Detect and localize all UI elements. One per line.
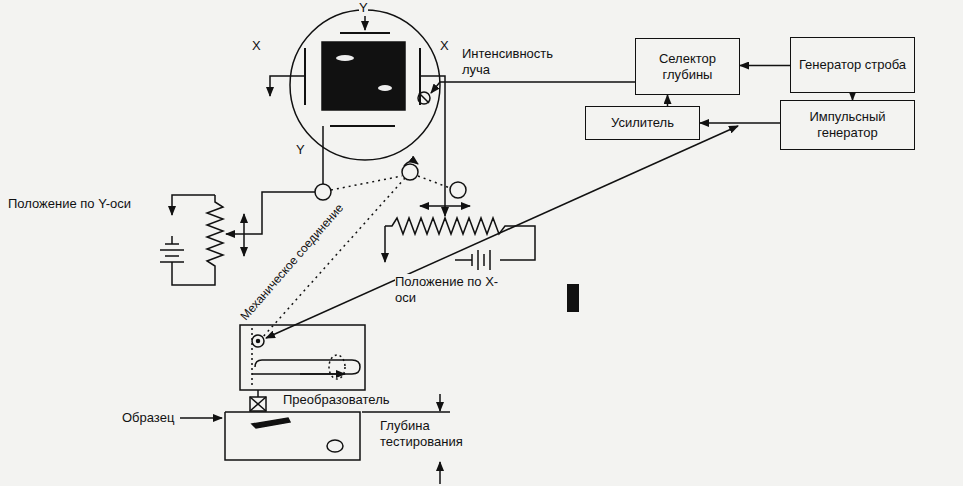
annotation-label: X xyxy=(440,38,449,54)
intensity-wire xyxy=(431,82,635,93)
signal-arrow xyxy=(740,65,790,67)
y-plate xyxy=(340,32,390,34)
dimension-line xyxy=(362,411,450,413)
flaw xyxy=(327,440,343,452)
crt-tube xyxy=(290,10,440,160)
annotation-label: Преобразователь xyxy=(283,392,390,408)
annotation-label: X xyxy=(252,38,261,54)
cable-marker xyxy=(567,284,579,312)
intensity-knob xyxy=(418,92,430,104)
process-box: Селектор глубины xyxy=(635,38,740,95)
y-wire xyxy=(322,126,324,184)
process-box: Усилитель xyxy=(585,106,700,140)
annotation-label: Интенсивность луча xyxy=(462,46,574,78)
crt-screen xyxy=(322,42,405,110)
annotation-label: Образец xyxy=(122,410,174,426)
y-wire xyxy=(226,192,315,234)
box-text: Усилитель xyxy=(611,115,674,131)
signal-arrow xyxy=(667,95,669,106)
flaw xyxy=(252,418,290,428)
knob xyxy=(450,182,466,198)
rotated-label: Механическое соединение xyxy=(237,200,347,323)
signal-arrow xyxy=(852,93,854,100)
x-wire xyxy=(420,76,445,216)
annotation-label: Положение по Y-оси xyxy=(8,196,138,212)
probe-cable xyxy=(266,126,738,338)
annotation-label: Положение по X-оси xyxy=(395,274,505,306)
scanner-probe xyxy=(252,335,264,347)
box-text: Селектор глубины xyxy=(642,51,733,83)
box-text: Импульсный генератор xyxy=(787,109,908,141)
annotation-label: Y xyxy=(296,142,305,158)
y-plate xyxy=(330,125,395,127)
x-potentiometer xyxy=(385,218,535,260)
knob xyxy=(315,184,331,200)
y-potentiometer xyxy=(172,195,223,285)
process-box: Импульсный генератор xyxy=(780,100,915,150)
signal-arrow xyxy=(700,122,780,124)
test-sample xyxy=(225,412,360,460)
annotation-label: Глубина тестирования xyxy=(380,418,490,450)
transducer xyxy=(250,397,266,411)
box-text: Генератор строба xyxy=(799,57,906,73)
ground-wire xyxy=(270,76,305,96)
process-box: Генератор строба xyxy=(790,37,915,93)
y-arrow xyxy=(364,16,366,30)
annotation-label: Y xyxy=(359,0,368,16)
scanner-table xyxy=(240,325,365,390)
